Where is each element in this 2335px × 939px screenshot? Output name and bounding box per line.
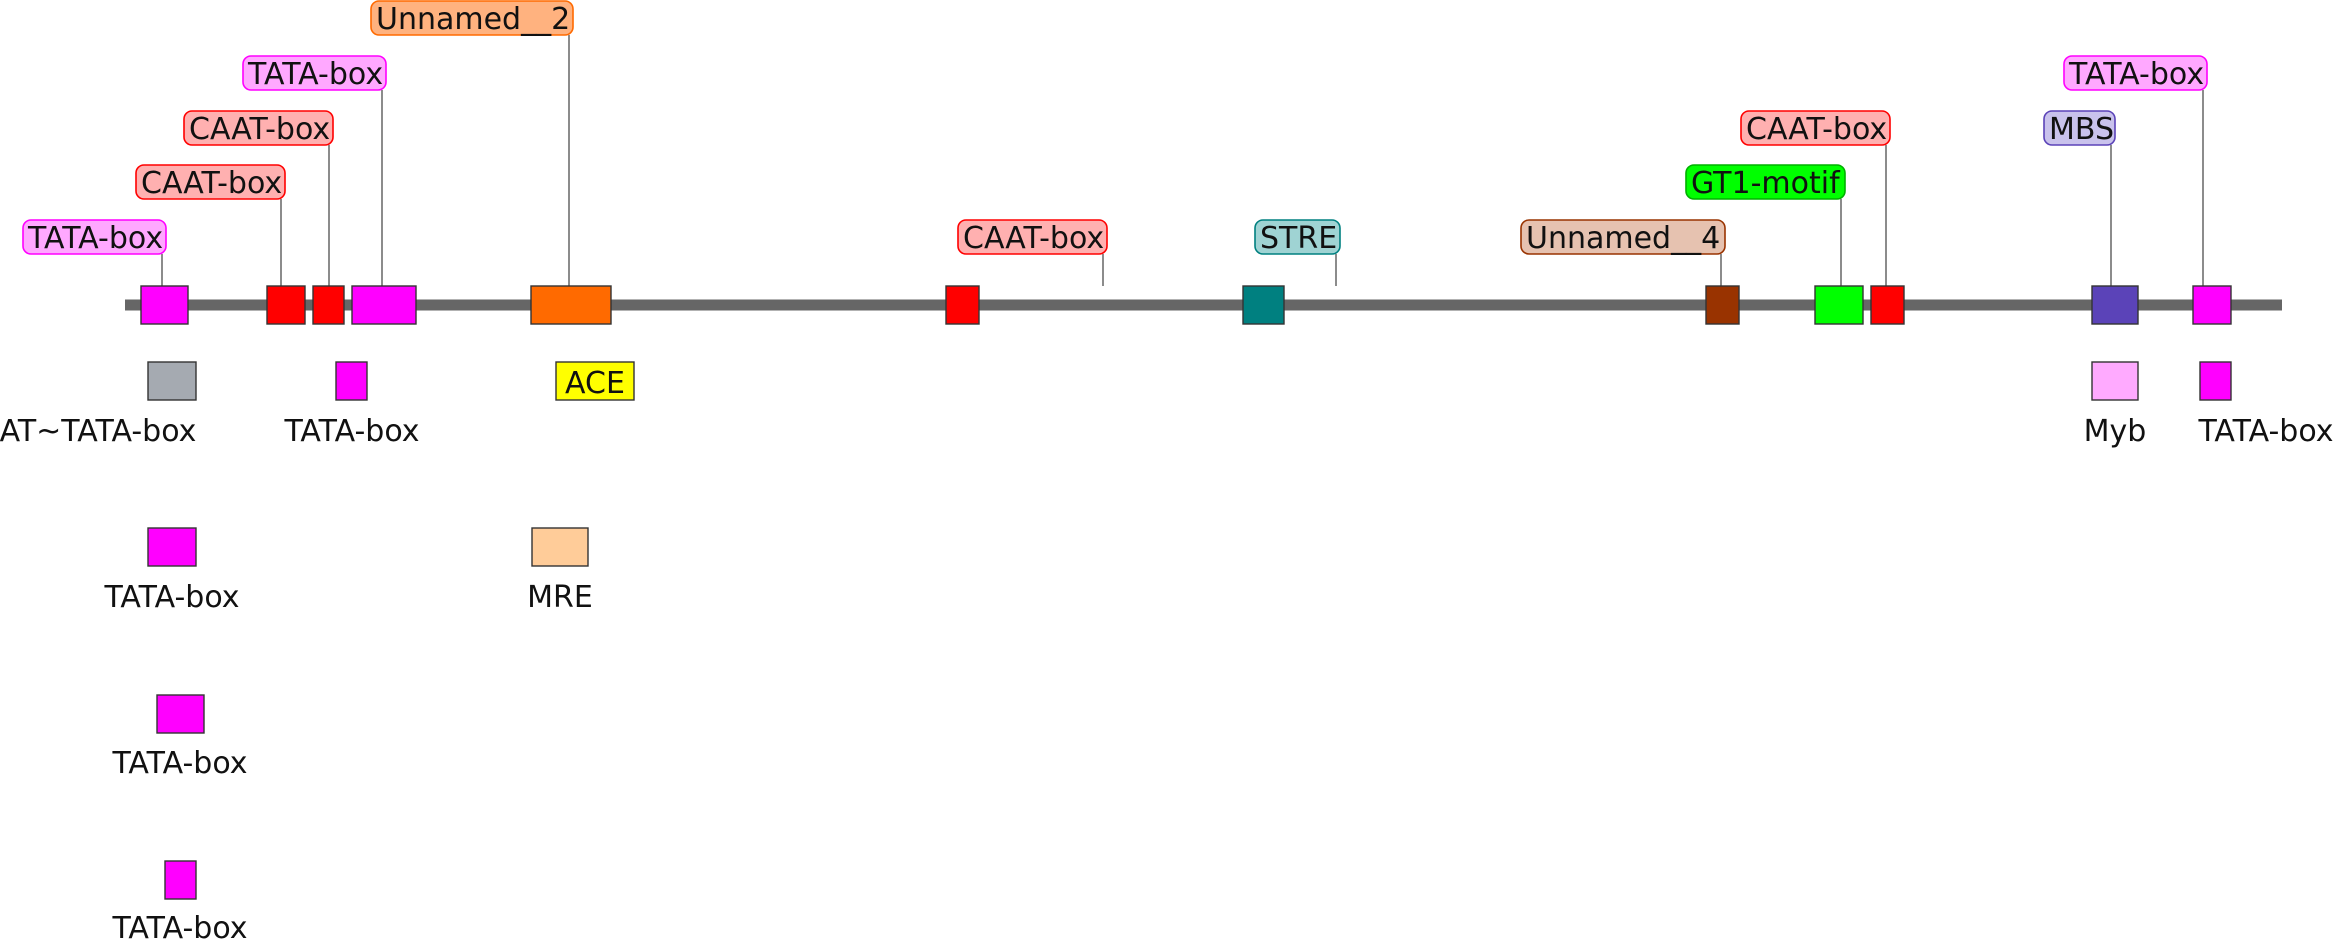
feature-tag-label: Unnamed__4 — [1526, 221, 1720, 256]
stacked-feature-5: TATA-box — [2197, 361, 2334, 449]
stacked-feature-label: TATA-box — [103, 580, 239, 615]
feature-box — [140, 285, 189, 325]
stacked-feature-label: ACE — [565, 366, 625, 401]
stacked-feature-box — [164, 860, 197, 900]
feature-tag — [370, 0, 574, 36]
feature-box — [266, 285, 306, 325]
feature-tag — [1520, 219, 1726, 255]
stacked-feature-box — [335, 361, 368, 401]
feature-3: CAAT-box — [183, 110, 345, 325]
feature-box — [351, 285, 417, 325]
stacked-feature-box — [2091, 361, 2139, 401]
feature-box — [945, 285, 980, 325]
feature-tag-label: TATA-box — [27, 221, 163, 256]
feature-tag — [1254, 219, 1341, 255]
stacked-feature-1: AT~TATA-box — [0, 361, 197, 449]
stacked-feature-label: TATA-box — [283, 414, 419, 449]
feature-tag — [183, 110, 334, 146]
feature-box — [2192, 285, 2232, 325]
feature-box — [2091, 285, 2139, 325]
feature-2: CAAT-box — [135, 164, 306, 325]
feature-tag-label: CAAT-box — [141, 166, 282, 201]
feature-tag — [1685, 164, 1846, 200]
stacked-feature-box — [555, 361, 635, 401]
feature-5: Unnamed__2 — [370, 0, 612, 325]
stacked-feature-4: Myb — [2084, 361, 2147, 449]
feature-11: MBS — [2043, 110, 2139, 325]
feature-tag-label: TATA-box — [247, 57, 383, 92]
feature-10: CAAT-box — [1740, 110, 1905, 325]
stacked-feature-label: TATA-box — [111, 911, 247, 939]
feature-tag-label: MBS — [2049, 112, 2114, 147]
stacked-feature-label: Myb — [2084, 414, 2147, 449]
feature-box — [1705, 285, 1740, 325]
feature-tag — [957, 219, 1108, 255]
feature-tag-label: CAAT-box — [189, 112, 330, 147]
stacked-feature-2: TATA-box — [283, 361, 420, 449]
feature-box — [1814, 285, 1864, 325]
stacked-feature-label: TATA-box — [111, 746, 247, 781]
stacked-feature-7: MRE — [527, 527, 593, 615]
stacked-feature-box — [531, 527, 589, 567]
feature-6: CAAT-box — [945, 219, 1108, 325]
stacked-feature-8: TATA-box — [111, 694, 248, 781]
stacked-feature-box — [2199, 361, 2232, 401]
stacked-feature-box — [147, 527, 197, 567]
feature-box — [530, 285, 612, 325]
feature-tag-label: CAAT-box — [1746, 112, 1887, 147]
feature-9: GT1-motif — [1685, 164, 1864, 325]
stacked-feature-3: ACE — [555, 361, 635, 401]
feature-tag — [135, 164, 286, 200]
stacked-feature-box — [156, 694, 205, 734]
stacked-feature-9: TATA-box — [111, 860, 248, 939]
feature-tag-label: CAAT-box — [963, 221, 1104, 256]
feature-4: TATA-box — [242, 55, 417, 325]
feature-tag-label: TATA-box — [2068, 57, 2204, 92]
feature-1: TATA-box — [22, 219, 189, 325]
feature-tag-label: STRE — [1260, 221, 1337, 256]
feature-7: STRE — [1242, 219, 1341, 325]
feature-12: TATA-box — [2063, 55, 2232, 325]
stacked-feature-6: TATA-box — [103, 527, 240, 615]
feature-box — [1870, 285, 1905, 325]
feature-tag — [22, 219, 167, 255]
feature-tag — [242, 55, 387, 91]
stacked-feature-label: MRE — [527, 580, 593, 615]
feature-tag — [1740, 110, 1891, 146]
feature-tag-label: Unnamed__2 — [376, 2, 570, 37]
feature-tag — [2043, 110, 2116, 146]
feature-tag — [2063, 55, 2208, 91]
feature-8: Unnamed__4 — [1520, 219, 1740, 325]
feature-box — [312, 285, 345, 325]
stacked-feature-label: AT~TATA-box — [0, 414, 196, 449]
stacked-feature-box — [147, 361, 197, 401]
feature-box — [1242, 285, 1285, 325]
feature-tag-label: GT1-motif — [1691, 166, 1841, 201]
stacked-feature-label: TATA-box — [2197, 414, 2333, 449]
